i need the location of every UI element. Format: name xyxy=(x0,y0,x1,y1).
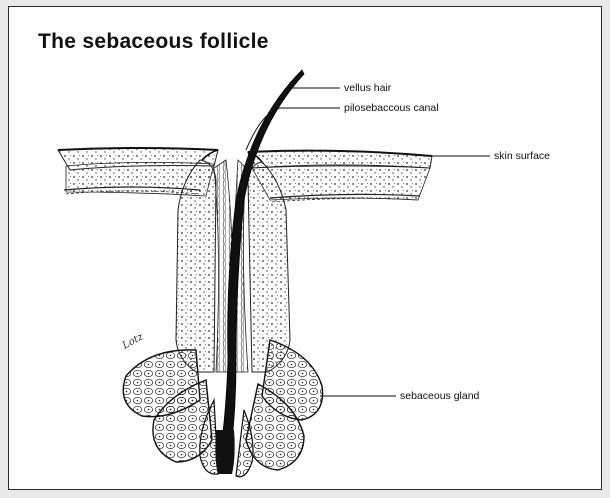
label-vellus-hair: vellus hair xyxy=(344,82,391,94)
label-skin-surface: skin surface xyxy=(494,150,550,162)
label-pilosebaceous-canal: pilosebaccous canal xyxy=(344,102,439,114)
sebaceous-gland-right xyxy=(236,340,323,477)
label-sebaceous-gland: sebaceous gland xyxy=(400,390,479,402)
